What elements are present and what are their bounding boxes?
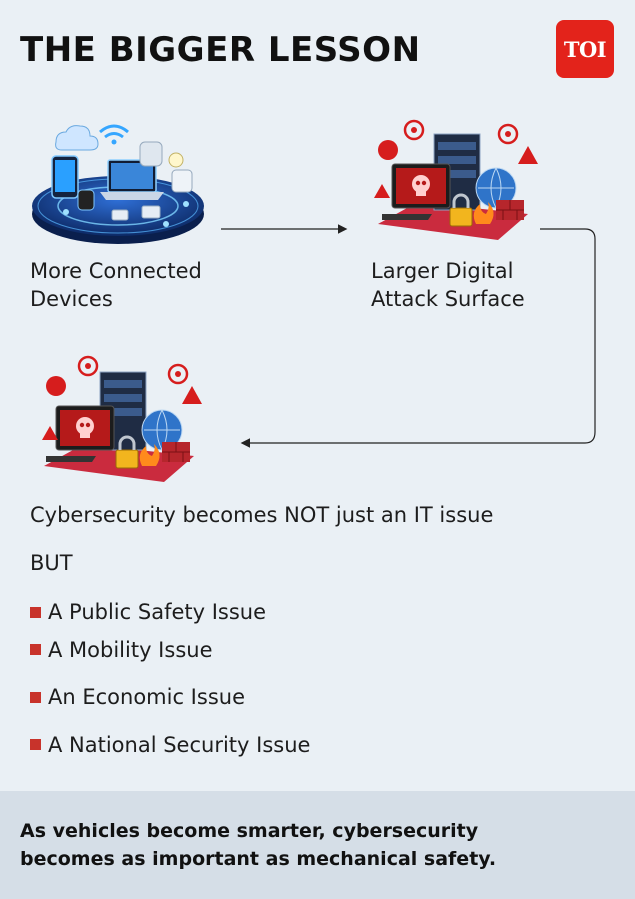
toi-logo: TOI (556, 20, 614, 78)
node-label-line: Attack Surface (371, 287, 525, 311)
page-title: THE BIGGER LESSON (20, 30, 421, 70)
connected-devices-icon (26, 112, 208, 247)
list-item: A Public Safety Issue (30, 598, 310, 626)
node-label-line: More Connected (30, 259, 202, 283)
node-label-connected-devices: More Connected Devices (30, 257, 202, 313)
node-label-line: Larger Digital (371, 259, 514, 283)
footer-line: becomes as important as mechanical safet… (20, 848, 497, 870)
square-bullet-icon (30, 606, 41, 618)
square-bullet-icon (30, 691, 41, 703)
square-bullet-icon (30, 739, 41, 751)
issue-text: A Mobility Issue (48, 637, 213, 662)
footer-line: As vehicles become smarter, cybersecurit… (20, 820, 479, 842)
footer-takeaway: As vehicles become smarter, cybersecurit… (20, 817, 620, 873)
list-item: An Economic Issue (30, 674, 310, 722)
square-bullet-icon (30, 644, 41, 656)
cyber-attack-icon (368, 112, 540, 247)
cybersecurity-statement: Cybersecurity becomes NOT just an IT iss… (30, 503, 494, 527)
list-item: A National Security Issue (30, 721, 310, 769)
logo-text: TOI (563, 36, 607, 62)
cyber-attack-icon (38, 350, 210, 490)
issue-text: A National Security Issue (48, 732, 311, 757)
issue-list: A Public Safety Issue A Mobility Issue A… (30, 598, 310, 769)
node-label-line: Devices (30, 287, 113, 311)
list-item: A Mobility Issue (30, 626, 310, 674)
issue-text: An Economic Issue (48, 685, 245, 710)
but-connector: BUT (30, 551, 73, 575)
issue-text: A Public Safety Issue (48, 600, 267, 624)
node-label-attack-surface: Larger Digital Attack Surface (371, 257, 525, 313)
footer-banner (0, 791, 635, 899)
